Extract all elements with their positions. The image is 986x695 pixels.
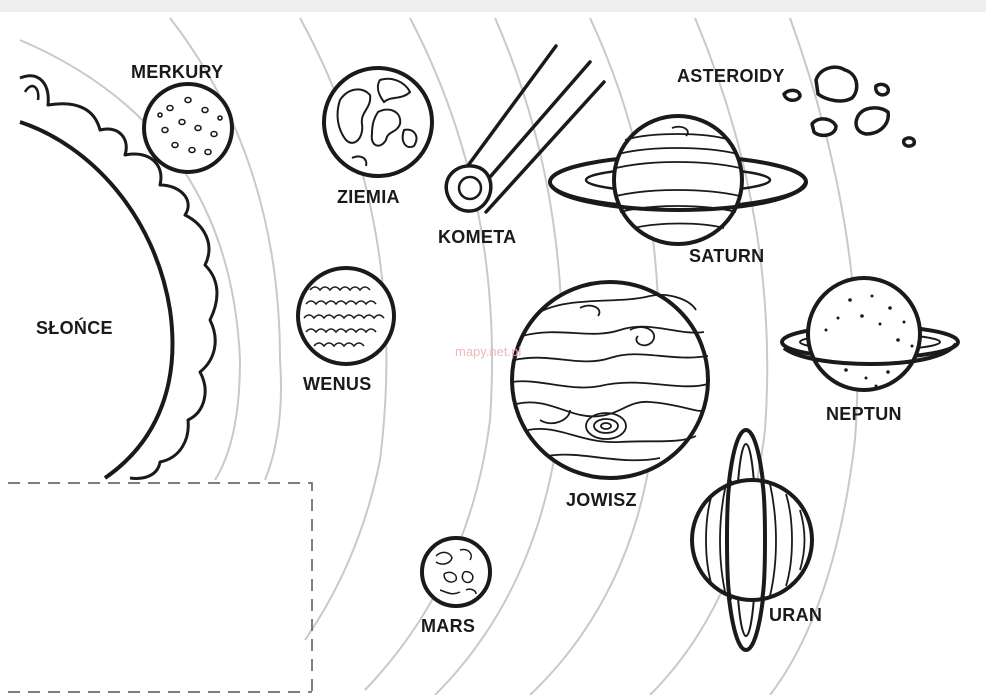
label-asteroids: ASTEROIDY (677, 66, 785, 87)
mercury-drawing (144, 84, 232, 172)
dashed-cutout-box (8, 483, 312, 692)
label-mercury: MERKURY (131, 62, 223, 83)
jupiter-drawing (512, 282, 708, 478)
mars-drawing (422, 538, 490, 606)
label-venus: WENUS (303, 374, 372, 395)
label-neptune: NEPTUN (826, 404, 902, 425)
label-saturn: SATURN (689, 246, 764, 267)
top-shade (0, 0, 986, 12)
label-comet: KOMETA (438, 227, 516, 248)
earth-drawing (324, 68, 432, 176)
sun-inner-edge (20, 122, 172, 478)
comet-drawing (446, 46, 604, 212)
label-jupiter: JOWISZ (566, 490, 637, 511)
label-sun: SŁOŃCE (36, 318, 113, 339)
watermark-text: mapy.net.pl (455, 344, 521, 359)
asteroids-drawing (784, 67, 914, 146)
venus-drawing (298, 268, 394, 364)
label-uranus: URAN (769, 605, 822, 626)
label-mars: MARS (421, 616, 475, 637)
neptune-drawing (782, 278, 958, 390)
label-earth: ZIEMIA (337, 187, 400, 208)
saturn-drawing (550, 116, 806, 244)
